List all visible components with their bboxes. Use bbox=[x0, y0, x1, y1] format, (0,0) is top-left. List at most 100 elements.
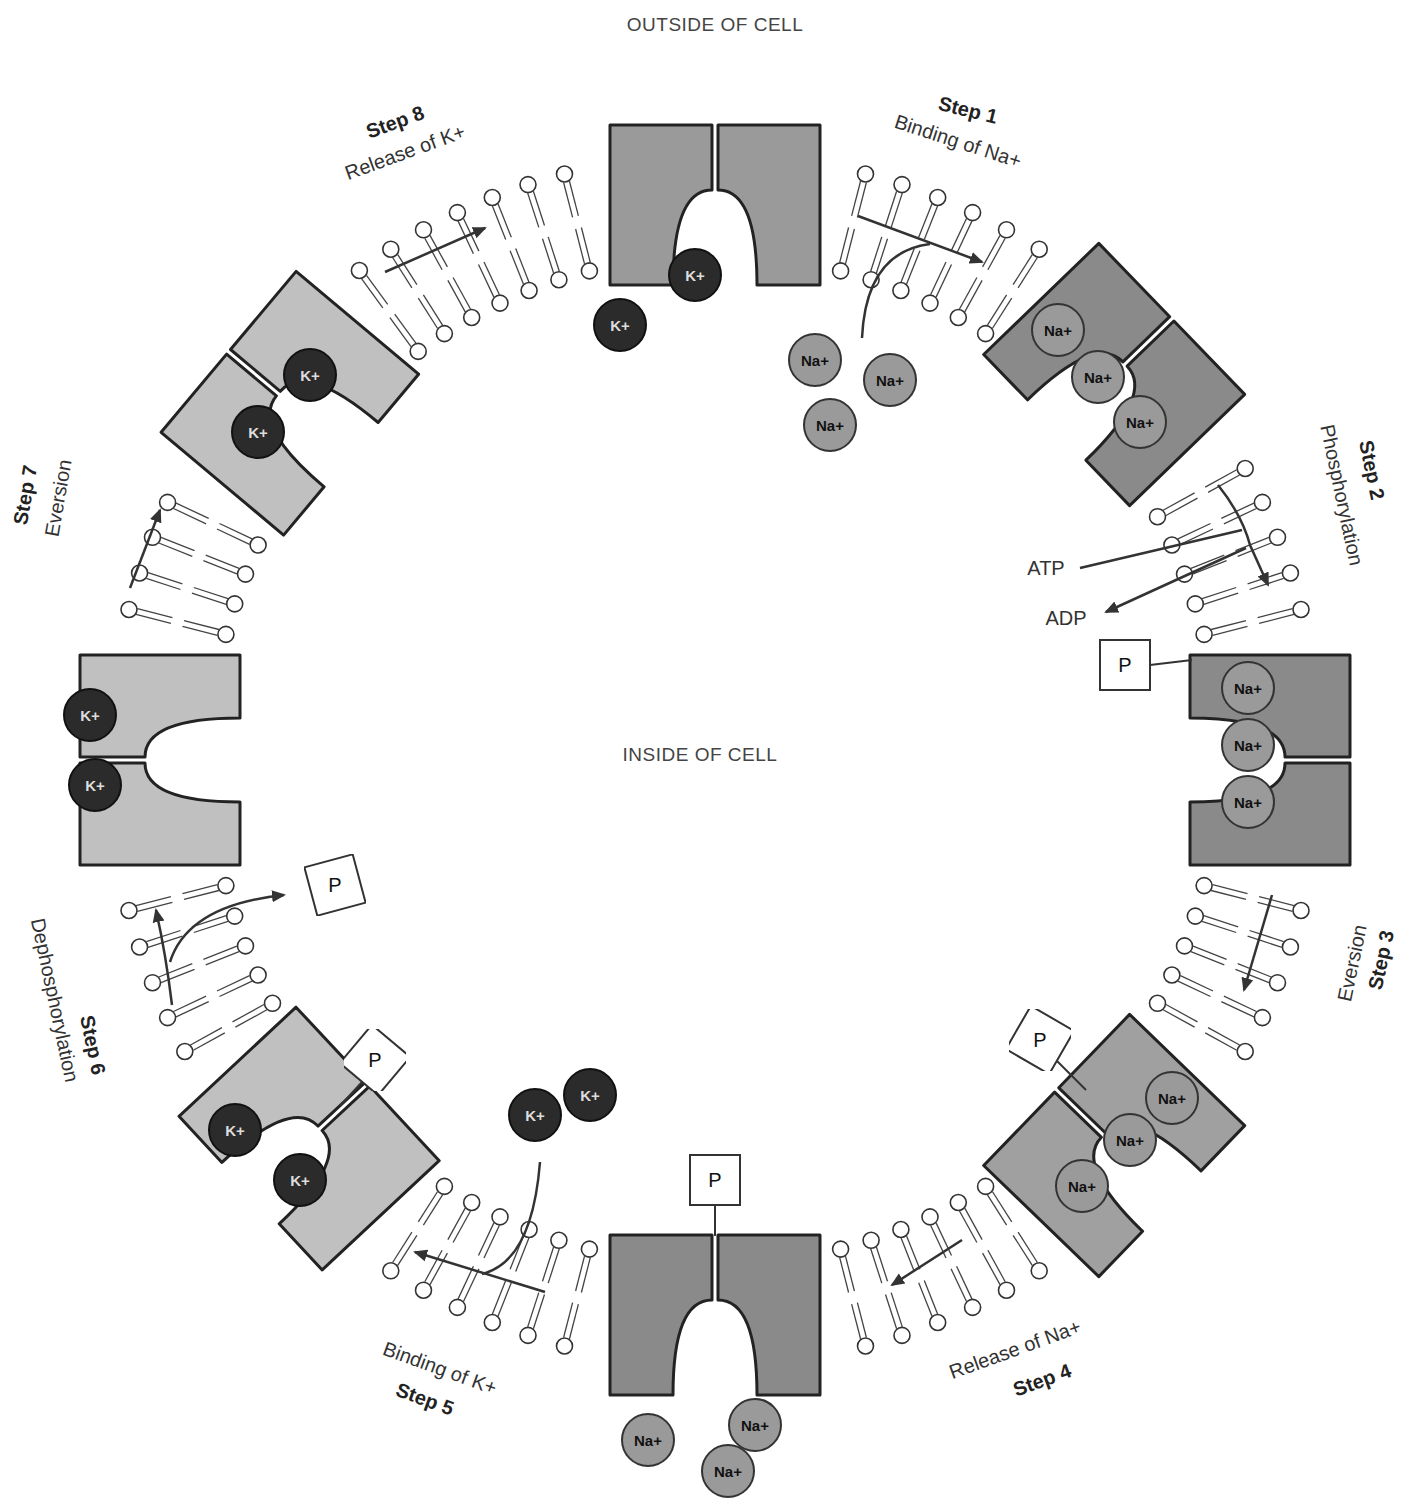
step-arrow bbox=[130, 510, 160, 588]
lipid-head bbox=[922, 1209, 938, 1225]
lipid-tail bbox=[176, 1002, 209, 1017]
lipid-head bbox=[449, 1299, 465, 1315]
lipid-head bbox=[965, 205, 981, 221]
sodium-ion: Na+ bbox=[1221, 775, 1275, 829]
lipid-tail bbox=[1202, 921, 1236, 932]
lipid-tail bbox=[840, 1258, 849, 1293]
lipid-tail bbox=[484, 262, 499, 295]
lipid-head bbox=[978, 1178, 994, 1194]
step-arrow bbox=[415, 1252, 545, 1292]
lipid-tail bbox=[448, 280, 465, 312]
lipid-tail bbox=[1018, 258, 1037, 288]
ion-label: Na+ bbox=[1084, 370, 1112, 385]
lipid-head bbox=[250, 967, 266, 983]
lipid-head bbox=[1293, 903, 1309, 919]
lipid-head bbox=[999, 222, 1015, 238]
lipid-head bbox=[858, 1338, 874, 1354]
region-label: OUTSIDE OF CELL bbox=[627, 15, 803, 36]
lipid-tail bbox=[957, 1266, 972, 1299]
ion-label: K+ bbox=[290, 1173, 310, 1188]
lipid-tail bbox=[174, 996, 207, 1011]
lipid-head bbox=[383, 1263, 399, 1279]
lipid-head bbox=[521, 283, 537, 299]
molecule-label: ADP bbox=[1045, 607, 1086, 629]
ion-label: K+ bbox=[580, 1088, 600, 1103]
potassium-ion: K+ bbox=[273, 1153, 327, 1207]
phosphate-square bbox=[1100, 640, 1150, 690]
lipid-tail bbox=[983, 1253, 1000, 1285]
pump-subunit bbox=[718, 125, 820, 285]
lipid-tail bbox=[960, 278, 977, 310]
lipid-tail bbox=[1013, 1235, 1032, 1265]
lipid-head bbox=[950, 1195, 966, 1211]
step-arrow bbox=[858, 216, 982, 262]
lipid-head bbox=[1150, 995, 1166, 1011]
lipid-tail bbox=[891, 193, 902, 227]
ion-label: Na+ bbox=[876, 373, 904, 388]
lipid-tail bbox=[569, 181, 578, 216]
step-name: Eversion bbox=[1333, 923, 1371, 1004]
lipid-head bbox=[416, 222, 432, 238]
lipid-head bbox=[145, 975, 161, 991]
lipid-tail bbox=[852, 1304, 861, 1339]
lipid-tail bbox=[192, 593, 226, 604]
lipid-tail bbox=[1163, 1010, 1195, 1027]
lipid-tail bbox=[367, 275, 388, 304]
lipid-tail bbox=[1166, 1005, 1198, 1022]
step-arrow bbox=[892, 1240, 962, 1285]
lipid-tail bbox=[924, 206, 937, 240]
lipid-tail bbox=[516, 1238, 529, 1272]
phosphate-label: P bbox=[368, 1050, 381, 1070]
step-number: Step 4 bbox=[1010, 1359, 1074, 1400]
lipid-head bbox=[177, 1044, 193, 1060]
lipid-tail bbox=[217, 529, 250, 544]
sodium-ion: Na+ bbox=[1103, 1113, 1157, 1167]
lipid-tail bbox=[220, 524, 253, 539]
lipid-head bbox=[1196, 626, 1212, 642]
lipid-head bbox=[227, 596, 243, 612]
lipid-tail bbox=[857, 183, 866, 218]
phosphate-label: P bbox=[1118, 655, 1131, 675]
lipid-head bbox=[449, 205, 465, 221]
lipid-tail bbox=[548, 237, 559, 271]
lipid-head bbox=[383, 241, 399, 257]
phosphate-box: P bbox=[684, 1149, 746, 1211]
lipid-tail bbox=[1166, 498, 1198, 515]
potassium-ion: K+ bbox=[68, 758, 122, 812]
sodium-ion: Na+ bbox=[1221, 661, 1275, 715]
lipid-tail bbox=[458, 1266, 473, 1299]
sodium-ion: Na+ bbox=[788, 333, 842, 387]
lipid-tail bbox=[183, 885, 218, 894]
lipid-head bbox=[930, 1315, 946, 1331]
pump-subunit bbox=[279, 1086, 439, 1270]
lipid-head bbox=[950, 310, 966, 326]
step-name: Binding of Na+ bbox=[892, 110, 1024, 172]
lipid-tail bbox=[936, 265, 951, 298]
lipid-tail bbox=[965, 280, 982, 312]
lipid-tail bbox=[206, 555, 239, 568]
lipid-tail bbox=[492, 1281, 505, 1315]
potassium-ion: K+ bbox=[63, 688, 117, 742]
lipid-head bbox=[1254, 494, 1270, 510]
lipid-tail bbox=[1191, 952, 1224, 965]
lipid-tail bbox=[533, 1295, 544, 1329]
lipid-head bbox=[894, 177, 910, 193]
potassium-ion: K+ bbox=[283, 348, 337, 402]
sodium-ion: Na+ bbox=[1071, 350, 1125, 404]
lipid-tail bbox=[148, 573, 182, 584]
lipid-head bbox=[557, 166, 573, 182]
sodium-ion: Na+ bbox=[1031, 303, 1085, 357]
lipid-tail bbox=[528, 1293, 539, 1327]
lipid-tail bbox=[176, 503, 209, 518]
lipid-head bbox=[893, 283, 909, 299]
lipid-head bbox=[965, 1299, 981, 1315]
bond-line bbox=[340, 1082, 362, 1106]
lipid-head bbox=[238, 938, 254, 954]
lipid-tail bbox=[533, 191, 544, 225]
lipid-bilayer bbox=[121, 166, 1309, 1354]
lipid-head bbox=[1293, 602, 1309, 618]
lipid-head bbox=[1164, 967, 1180, 983]
lipid-head bbox=[1031, 241, 1047, 257]
phosphate-arrow bbox=[170, 895, 284, 962]
lipid-tail bbox=[516, 248, 529, 282]
